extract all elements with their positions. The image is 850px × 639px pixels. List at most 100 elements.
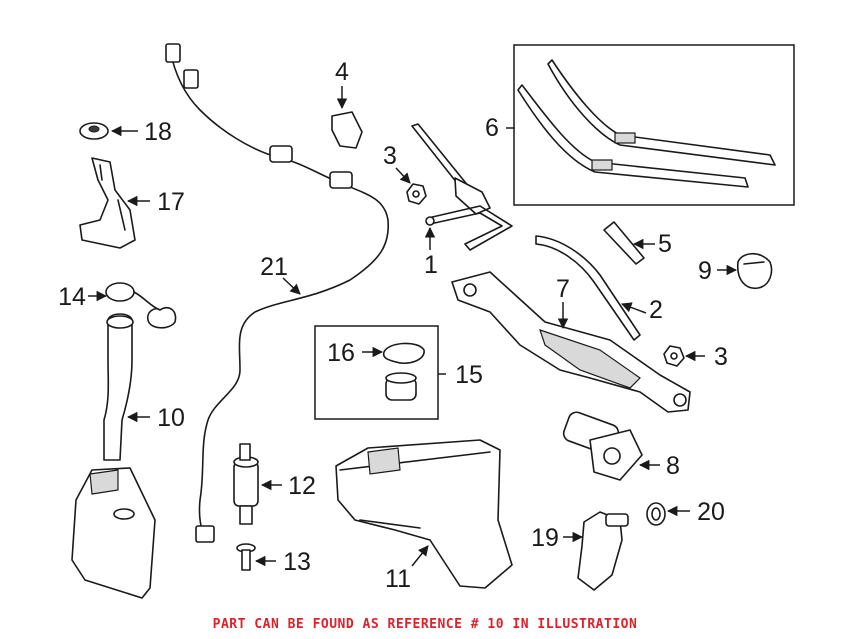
motor-gearbox: [589, 429, 643, 481]
clip-part: [603, 221, 655, 265]
wiper-arm-head: [454, 177, 491, 215]
filler-cap: [88, 282, 177, 329]
pump-nozzle: [239, 443, 251, 461]
kit-box: [314, 325, 439, 420]
callout-3-lower: 3: [714, 343, 728, 371]
callout-10: 10: [157, 404, 185, 432]
wiper-linkage-frame: [451, 271, 691, 413]
kit-box-group: [314, 325, 446, 420]
bolt-13: [236, 543, 276, 571]
wiper-linkage: [427, 205, 513, 251]
hose-line: [169, 49, 390, 541]
nut-upper-shape: [406, 183, 427, 205]
callout-9: 9: [698, 257, 712, 285]
tank-detail: [339, 451, 491, 529]
grommet-18-hole: [88, 125, 100, 133]
wiper-arm-right-shape: [535, 235, 641, 341]
frame-mount-left: [463, 283, 477, 297]
callout-8: 8: [666, 452, 680, 480]
tank-shade: [367, 447, 401, 475]
filler-cap-strap: [133, 291, 177, 329]
nut-lower-hole: [670, 352, 678, 360]
grommet-top: [385, 372, 417, 384]
leader-3a: [395, 167, 411, 184]
cap-part: [717, 252, 773, 289]
reservoir-body: [71, 467, 156, 599]
bracket-17: [79, 157, 150, 249]
bracket-17-detail: [99, 164, 126, 231]
reservoir-10: [71, 313, 156, 599]
bracket-17-shape: [79, 157, 136, 249]
callout-1: 1: [424, 251, 438, 279]
bracket-4-shape: [331, 111, 363, 149]
pump-outlet: [239, 505, 253, 525]
blade-adapter-2: [591, 159, 613, 171]
filler-cap-top: [105, 282, 135, 302]
nut-lower-shape: [663, 345, 685, 367]
blade-adapter-1: [614, 132, 636, 144]
pump-19: [563, 511, 629, 591]
hose-connector-2: [183, 69, 199, 89]
callout-4: 4: [335, 58, 349, 86]
nut-upper: [395, 167, 427, 205]
motor-shaft: [603, 447, 621, 465]
nut-upper-hole: [412, 190, 420, 198]
wiper-arm-right: [535, 235, 647, 341]
callout-16: 16: [327, 339, 355, 367]
wiper-blade-long: [547, 59, 776, 166]
reservoir-tank: [335, 439, 513, 589]
pump-19-outlet: [605, 513, 629, 527]
callout-20: 20: [697, 498, 725, 526]
wiper-motor: [562, 411, 660, 481]
callout-7: 7: [556, 275, 570, 303]
filler-neck-top: [106, 315, 134, 329]
cap-line: [743, 261, 765, 265]
wiper-arm-left: [411, 123, 513, 251]
callout-6: 6: [485, 114, 499, 142]
callout-19: 19: [531, 524, 559, 552]
leader-11: [411, 545, 429, 567]
reservoir-port: [113, 508, 135, 520]
wiper-blades-box: [513, 44, 795, 206]
wiper-blades-group: [506, 44, 795, 206]
seal-20: [646, 502, 690, 526]
callout-2: 2: [649, 296, 663, 324]
washer-pump: [233, 443, 282, 525]
footer-note: PART CAN BE FOUND AS REFERENCE # 10 IN I…: [212, 617, 638, 632]
leader-2: [621, 302, 647, 314]
bracket-4: [331, 86, 363, 149]
callout-12: 12: [288, 472, 316, 500]
cap-shape: [736, 252, 773, 289]
linkage-pivot: [425, 216, 435, 226]
callout-13: 13: [283, 548, 311, 576]
seal-outer: [646, 502, 666, 526]
hose-connector-5: [195, 525, 215, 543]
wiper-blade-short: [517, 84, 749, 188]
clip-shape: [603, 221, 645, 265]
tank-body: [335, 439, 513, 589]
callout-14: 14: [58, 283, 86, 311]
bolt-shank: [241, 549, 251, 571]
hose-connector-1: [165, 43, 181, 63]
callout-11: 11: [385, 565, 411, 593]
linkage-frame-shade: [539, 329, 641, 389]
callout-18: 18: [144, 118, 172, 146]
pump-body: [233, 461, 259, 507]
cap-seal: [382, 342, 425, 365]
washer-hose: [165, 43, 390, 543]
filler-neck: [103, 313, 133, 461]
callout-17: 17: [157, 188, 185, 216]
hose-connector-4: [329, 171, 353, 189]
frame-mount-right: [673, 393, 687, 407]
hose-connector-3: [269, 145, 293, 163]
reservoir-shade: [89, 469, 119, 495]
callout-3-upper: 3: [383, 142, 397, 170]
grommet-18: [79, 122, 138, 140]
callout-5: 5: [658, 230, 672, 258]
seal-inner: [651, 507, 661, 521]
callout-15: 15: [455, 361, 483, 389]
nut-lower: [663, 345, 705, 367]
callout-21: 21: [260, 253, 288, 281]
leader-21: [282, 277, 301, 295]
